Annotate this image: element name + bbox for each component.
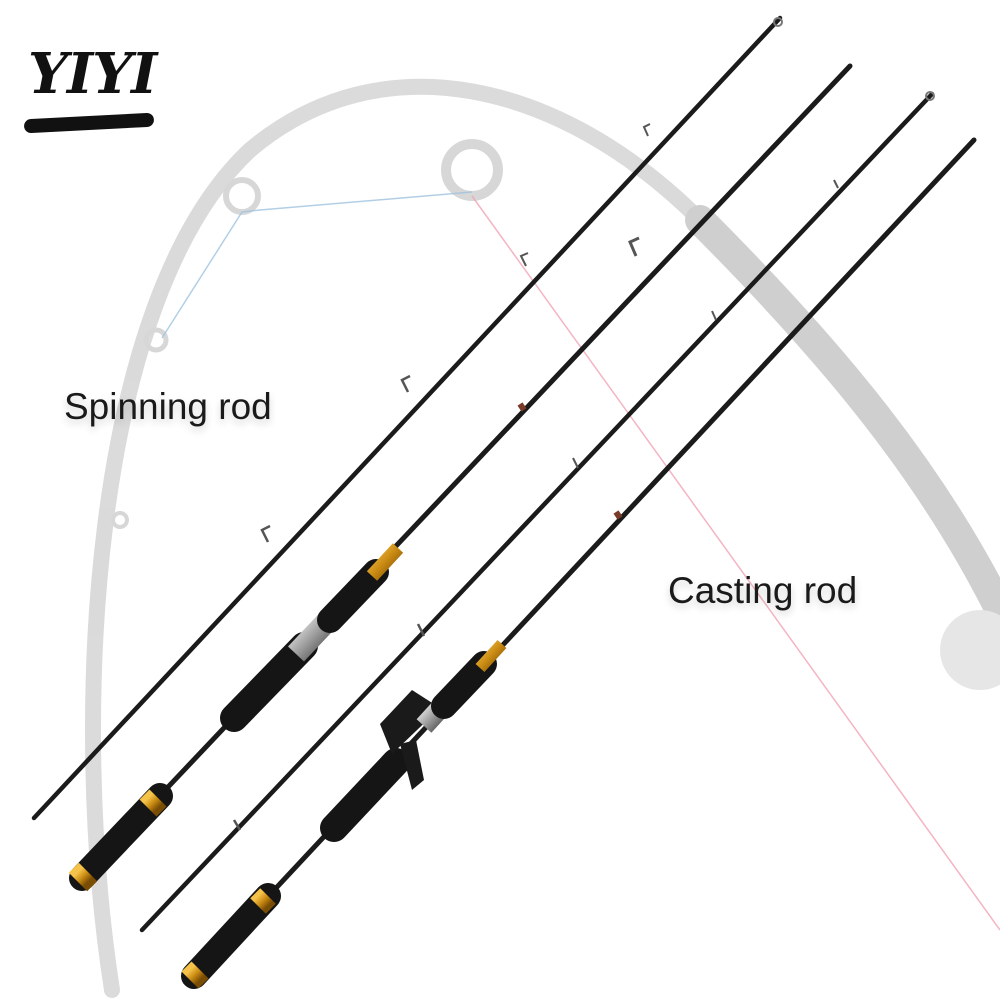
- backdrop-bent-rod: [85, 78, 1000, 998]
- line-guide: [260, 524, 271, 543]
- butt-cap: [68, 862, 98, 892]
- line-guide: [232, 819, 242, 831]
- gold-ring: [139, 789, 167, 817]
- trigger-grip: [320, 748, 410, 842]
- tip-top: [773, 17, 783, 27]
- casting-rod-blank: [139, 91, 935, 933]
- wrap-accent: [613, 510, 623, 520]
- gold-ring: [250, 888, 276, 914]
- line-guide: [519, 252, 529, 267]
- casting-rod-label: Casting rod: [668, 570, 858, 611]
- spinning-rod-handle: [68, 63, 853, 892]
- backdrop-fishing-line: [161, 191, 1000, 931]
- hook-keeper: [475, 639, 507, 673]
- line-guide: [628, 236, 640, 257]
- casting-rod-handle: [181, 137, 977, 989]
- hook-keeper: [366, 543, 404, 581]
- line-guide: [642, 123, 651, 137]
- tip-top: [925, 91, 935, 101]
- rear-grip: [69, 783, 173, 891]
- spinning-rod-blank: [31, 15, 783, 821]
- rear-grip: [181, 883, 281, 989]
- line-guide: [400, 374, 411, 393]
- wrap-accent: [517, 402, 527, 412]
- line-guide: [711, 310, 717, 321]
- trigger: [400, 740, 424, 790]
- line-guide: [833, 179, 839, 189]
- brand-logo: YIYI: [28, 41, 157, 107]
- trigger-reel-seat: [380, 690, 440, 754]
- fore-grip: [317, 559, 389, 633]
- line-guide: [416, 623, 426, 637]
- spinning-rod-label: Spinning rod: [64, 386, 272, 427]
- fore-grip: [431, 651, 497, 719]
- line-guide: [572, 457, 579, 469]
- butt-cap: [181, 961, 209, 989]
- reel-seat-grip: [220, 632, 318, 732]
